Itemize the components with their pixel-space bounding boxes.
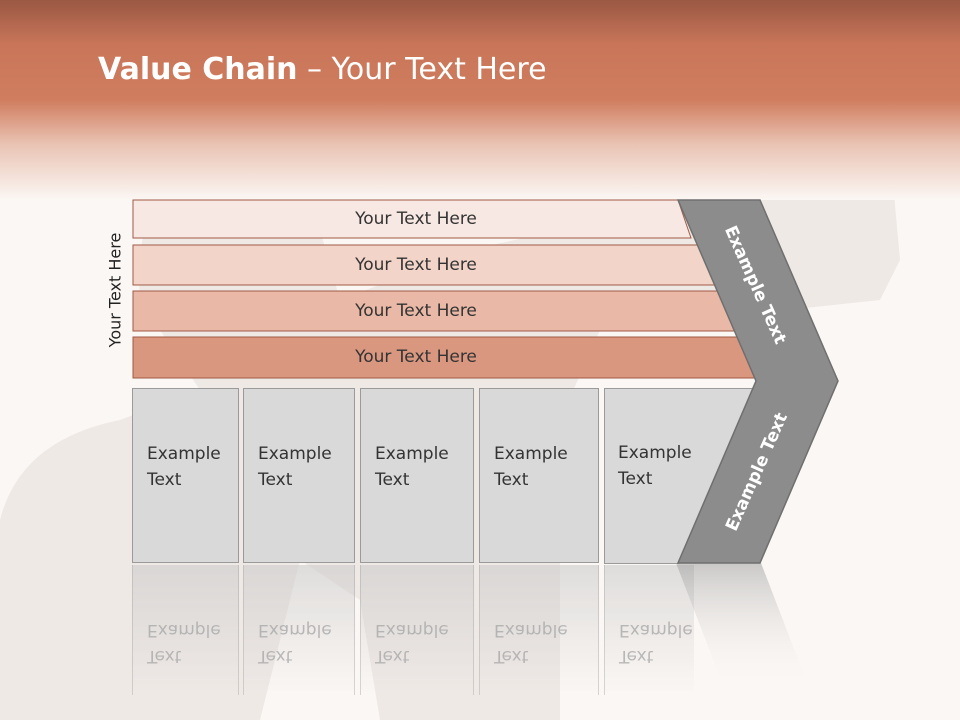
side-label: Your Text Here [105,232,125,348]
page-title: Value Chain – Your Text Here [98,52,547,87]
box-reflection: Text Example [132,565,239,695]
box-line2: Text [147,470,182,490]
support-row-label: Your Text Here [355,301,477,321]
box-line1: Example [618,443,692,463]
box-line2: Text [494,470,529,490]
title-bold: Value Chain [98,52,298,87]
refl-line2: Text [147,646,182,666]
box-reflection: Text Example [479,565,599,695]
box-line2: Text [618,469,653,489]
refl-line1: Example [258,620,332,640]
header-band [0,0,960,200]
box-line2: Text [375,470,410,490]
refl-line1: Example [375,620,449,640]
box-reflection: Text Example [360,565,474,695]
box-line1: Example [258,444,332,464]
refl-line2: Text [494,646,529,666]
refl-line1: Example [147,620,221,640]
box-line1: Example [494,444,568,464]
refl-line2: Text [375,646,410,666]
box-reflection: Text Example [243,565,355,695]
box-line1: Example [375,444,449,464]
margin-chevron [676,199,839,564]
title-rest: – Your Text Here [297,52,547,87]
support-row-label: Your Text Here [355,255,477,275]
support-row-label: Your Text Here [355,347,477,367]
refl-line2: Text [258,646,293,666]
box-line1: Example [147,444,221,464]
chevron-reflection [676,563,811,693]
box-line2: Text [258,470,293,490]
support-row-label: Your Text Here [355,209,477,229]
refl-line1: Example [494,620,568,640]
